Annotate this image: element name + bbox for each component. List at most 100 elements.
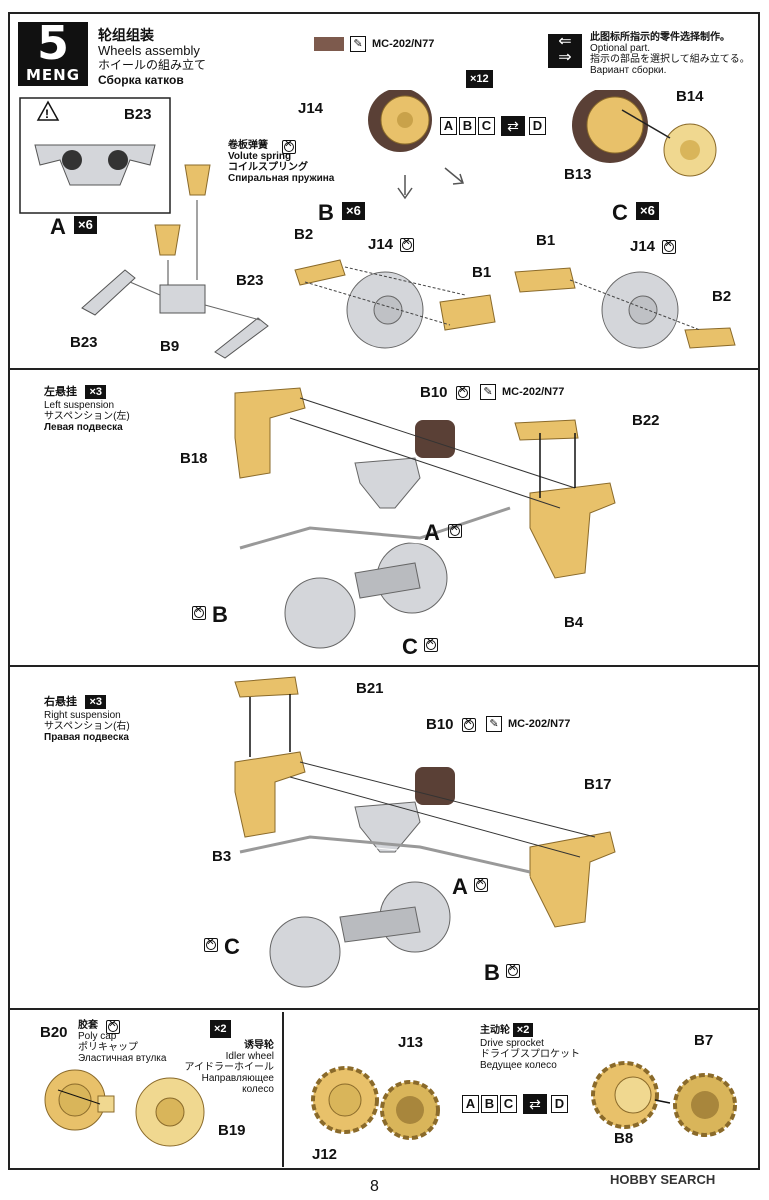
cement-free-icon-b-right	[506, 963, 520, 978]
sprocket-b-diagram	[591, 1061, 737, 1137]
svg-text:!: !	[45, 107, 49, 121]
left-suspension-title: 左悬挂 ×3 Left suspension サスペンション(左) Левая …	[44, 384, 130, 433]
right-susp-ru: Правая подвеска	[44, 732, 129, 743]
qty-left-susp: ×3	[85, 385, 106, 399]
spring-en: Volute spring	[228, 151, 292, 162]
b23-wheel-left	[62, 150, 82, 170]
cement-free-icon-c-left	[424, 637, 438, 652]
b23-arm-right	[214, 317, 269, 359]
qty-right-susp: ×3	[85, 695, 106, 709]
cement-free-icon-a-right	[474, 877, 488, 892]
section-divider-2	[8, 665, 760, 667]
option-a: A	[440, 117, 457, 135]
qty-c-badge: ×6	[636, 202, 659, 220]
paint-code-left: MC-202/N77	[502, 386, 565, 398]
polycap-cn: 胶套	[78, 1020, 98, 1031]
step-badge: 5 MENG	[18, 16, 88, 86]
watermark: HOBBY SEARCH	[610, 1172, 716, 1187]
idler-label: 诱导轮 Idler wheel アイドラーホイール Направляющее к…	[168, 1040, 275, 1095]
b23-wheel-right	[108, 150, 128, 170]
label-b21: B21	[356, 680, 384, 697]
optional-note-en: Optional part.	[590, 43, 651, 54]
label-j13: J13	[398, 1034, 424, 1051]
label-b17: B17	[584, 776, 612, 793]
label-b9: B9	[160, 338, 180, 355]
label-b-right: B	[484, 960, 500, 985]
optional-note: 此图标所指示的零件选择制作。 Optional part. 指示の部品を選択して…	[590, 32, 755, 76]
qty-b-badge: ×6	[342, 202, 365, 220]
option-b: B	[459, 117, 476, 135]
spring-jp: コイルスプリング	[228, 162, 308, 173]
a-arm-right	[354, 801, 421, 853]
label-b14: B14	[676, 88, 704, 105]
cement-free-icon-polycap	[106, 1019, 120, 1034]
b18-part	[234, 387, 306, 479]
volute-spring-label: 卷板弹簧 Volute spring コイルスプリング Спиральная п…	[228, 140, 334, 184]
variant-b-label: B	[318, 200, 334, 225]
c-wheel-right	[269, 916, 341, 988]
b9-part	[159, 284, 206, 314]
label-j14-c: J14	[630, 238, 656, 255]
cement-free-icon-b10-right	[462, 717, 476, 732]
left-suspension-diagram	[234, 387, 616, 649]
label-a-right: A	[452, 874, 468, 899]
qty-idler: ×2	[210, 1020, 231, 1038]
b17-part	[529, 831, 616, 928]
sprocket-jp: ドライブスプロケット	[480, 1049, 580, 1060]
wheel-assembly-diagram: !	[19, 90, 736, 359]
label-b10-left: B10	[420, 384, 448, 401]
label-b20: B20	[40, 1024, 68, 1041]
label-b7: B7	[694, 1032, 714, 1049]
section-divider-1	[8, 368, 760, 370]
b10-tire	[415, 420, 455, 458]
optional-swap-icon: ⇐⇒	[548, 34, 582, 68]
b1-part-b	[439, 294, 496, 331]
label-b8: B8	[614, 1130, 634, 1147]
right-susp-jp: サスペンション(右)	[44, 721, 130, 732]
label-b22: B22	[632, 412, 660, 429]
step-title: 轮组组装 Wheels assembly ホイールの組み立て Сборка ка…	[98, 28, 206, 88]
cement-free-icon-j14-c	[662, 239, 676, 254]
a-arm-part	[354, 457, 421, 509]
b3-part	[234, 751, 306, 838]
idler-ru: Направляющее колесо	[201, 1073, 274, 1095]
polycap-ru: Эластичная втулка	[78, 1053, 167, 1064]
label-b3: B3	[212, 848, 232, 865]
b10-tire-right	[415, 767, 455, 805]
spring-cn: 卷板弹簧	[228, 140, 268, 151]
label-j14-b: J14	[368, 236, 394, 253]
title-jp: ホイールの組み立て	[98, 58, 207, 72]
cement-free-icon-j14-b	[400, 237, 414, 252]
sprocket-cn: 主动轮	[480, 1025, 510, 1036]
paint-code-header: MC-202/N77	[372, 38, 435, 50]
left-susp-en: Left suspension	[44, 400, 115, 411]
option-b-bottom: B	[481, 1095, 498, 1113]
label-b-left: B	[212, 602, 228, 627]
title-en: Wheels assembly	[98, 43, 200, 58]
label-b23-left: B23	[70, 334, 98, 351]
optional-note-cn: 此图标所指示的零件选择制作。	[590, 32, 730, 43]
option-d-bottom: D	[551, 1095, 568, 1113]
label-b4: B4	[564, 614, 584, 631]
b22-part	[514, 419, 579, 441]
title-cn: 轮组组装	[98, 27, 154, 43]
right-susp-cn: 右悬挂	[44, 696, 77, 708]
instruction-frame	[8, 12, 760, 1170]
label-b10-right: B10	[426, 716, 454, 733]
right-suspension-title: 右悬挂 ×3 Right suspension サスペンション(右) Права…	[44, 694, 130, 743]
cement-free-icon-b-left	[192, 605, 206, 620]
b23-part-top	[34, 144, 156, 186]
b23-arm-left	[81, 269, 136, 316]
b2-part-b	[294, 259, 346, 286]
polycap-part	[97, 1095, 115, 1113]
polycap-en: Poly cap	[78, 1031, 117, 1042]
label-b18: B18	[180, 450, 208, 467]
option-d: D	[529, 117, 546, 135]
volute-spring-2	[154, 224, 181, 256]
label-b23-top: B23	[124, 106, 152, 123]
label-j14-top: J14	[298, 100, 324, 117]
polycap-jp: ポリキャップ	[78, 1042, 138, 1053]
label-b2-b: B2	[294, 226, 314, 243]
